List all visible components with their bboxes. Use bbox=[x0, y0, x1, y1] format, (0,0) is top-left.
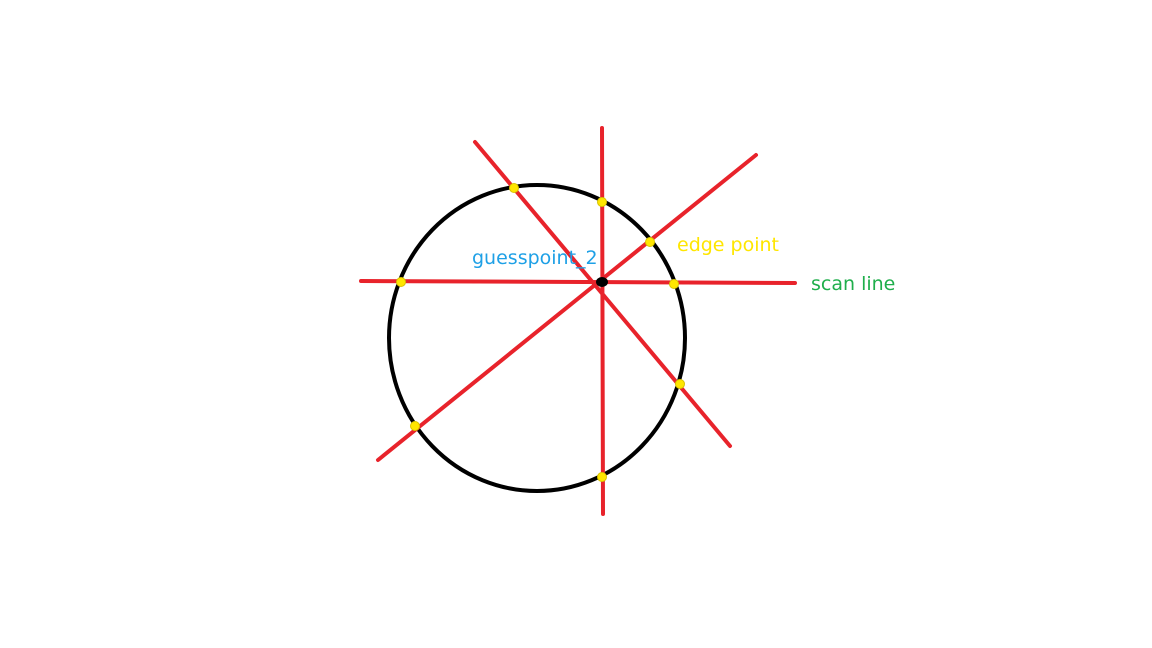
guesspoint-label: guesspoint_2 bbox=[472, 247, 598, 269]
guesspoint-marker bbox=[596, 277, 608, 287]
edge-points bbox=[396, 183, 685, 482]
edge-point bbox=[597, 472, 607, 482]
scan-line-descending-diagonal bbox=[473, 140, 732, 448]
edge-point bbox=[410, 421, 420, 431]
scan-line-ascending-diagonal bbox=[376, 153, 758, 462]
boundary-circle bbox=[387, 183, 687, 493]
edge-point bbox=[645, 237, 655, 247]
edge-point bbox=[597, 197, 607, 207]
scan-line-label: scan line bbox=[811, 273, 896, 295]
edge-point bbox=[669, 279, 679, 289]
scan-lines bbox=[359, 126, 797, 516]
scan-line-vertical bbox=[600, 126, 605, 516]
edge-point bbox=[396, 277, 406, 287]
edge-point bbox=[675, 379, 685, 389]
scan-line-horizontal bbox=[359, 279, 797, 285]
edge-point-label: edge point bbox=[677, 234, 779, 256]
edge-point bbox=[509, 183, 519, 193]
